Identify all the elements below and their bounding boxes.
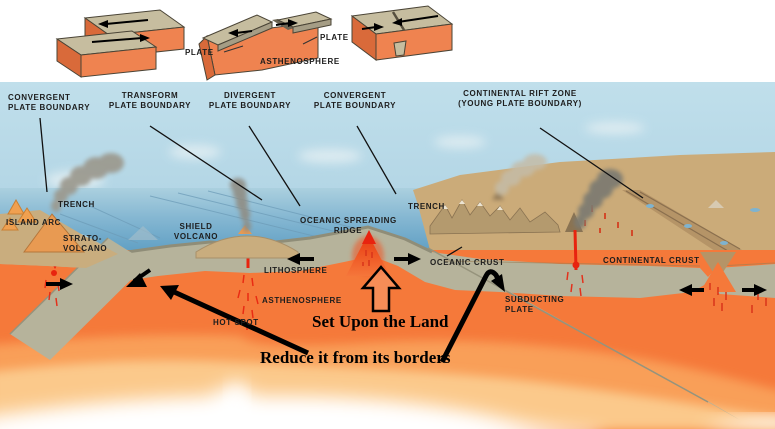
annotation-arrow-bent <box>439 269 505 364</box>
leader-transform <box>149 125 263 201</box>
divergent-arrows <box>228 19 298 37</box>
ridge-magma-plume <box>346 234 390 276</box>
rift-upwelling <box>700 262 736 292</box>
island-arc-islands <box>0 198 118 268</box>
continental-moho-line <box>444 260 775 267</box>
motion-arrow-downleft-trench <box>126 268 152 287</box>
label-strato-volcano: STRATO- VOLCANO <box>63 234 108 253</box>
leader-rift-zone <box>539 127 644 199</box>
label-transform-plate-boundary: TRANSFORM PLATE BOUNDARY <box>108 91 192 110</box>
label-trench-left: TRENCH <box>58 200 95 209</box>
annotation-set-upon-the-land: Set Upon the Land <box>312 312 449 331</box>
subducting-slab-left <box>10 238 148 360</box>
hot-spot-plume-glow <box>228 382 246 429</box>
transform-arrows <box>91 19 150 43</box>
strato-smoke-plume <box>51 153 124 212</box>
label-subducting-plate: SUBDUCTING PLATE <box>505 295 565 314</box>
annotation-reduce-from-borders: Reduce it from its borders <box>260 348 451 367</box>
label-asthenosphere: ASTHENOSPHERE <box>262 296 342 305</box>
divergent-plate-leader-lines <box>223 36 318 53</box>
label-model-asthenosphere: ASTHENOSPHERE <box>260 57 340 66</box>
label-continental-crust: CONTINENTAL CRUST <box>603 256 700 265</box>
main-cross-section <box>0 82 775 429</box>
label-model-plate-left: PLATE <box>185 48 214 57</box>
convergent-trench-notch <box>393 40 407 57</box>
block-model-divergent <box>198 11 333 81</box>
rift-valley-walls <box>625 190 741 252</box>
distant-volcano <box>128 226 158 240</box>
motion-arrow-right-ridge <box>394 253 421 265</box>
label-convergent-plate-boundary-left: CONVERGENT PLATE BOUNDARY <box>8 93 91 112</box>
leader-oceanic-crust <box>446 246 463 257</box>
leader-divergent <box>248 125 301 207</box>
leader-convergent-left <box>39 117 48 193</box>
slab-right-edge <box>427 247 709 403</box>
ridge-crest <box>362 230 376 244</box>
ash-cloud-light <box>492 154 547 200</box>
label-trench-right: TRENCH <box>408 202 445 211</box>
oceanic-crust-line <box>119 225 433 255</box>
hollow-up-arrow-icon <box>360 265 402 313</box>
label-model-plate-right: PLATE <box>320 33 349 42</box>
transform-fault-streaks <box>59 190 359 244</box>
rift-lakes <box>646 204 760 245</box>
motion-arrow-left-ridge <box>287 253 314 265</box>
mountain-range <box>429 199 561 235</box>
rift-magma-specks <box>709 283 767 313</box>
convergent-arrows <box>361 15 439 31</box>
annotation-arrow-long <box>160 285 310 356</box>
motion-arrow-left-rift <box>679 284 704 296</box>
label-oceanic-crust: OCEANIC CRUST <box>430 258 505 267</box>
motion-arrow-right-left-plate <box>46 278 73 290</box>
label-continental-rift-zone: CONTINENTAL RIFT ZONE (YOUNG PLATE BOUND… <box>458 89 582 108</box>
strato-volcano-cone <box>23 213 86 253</box>
ocean <box>0 188 470 254</box>
label-hot-spot: HOT SPOT <box>213 318 259 327</box>
label-island-arc: ISLAND ARC <box>6 218 62 227</box>
plate-motion-arrows <box>46 253 767 296</box>
block-model-convergent <box>223 5 454 61</box>
block-model-transform <box>55 9 186 78</box>
snow-caps <box>442 200 503 210</box>
label-divergent-plate-boundary: DIVERGENT PLATE BOUNDARY <box>208 91 292 110</box>
motion-arrow-right-rift <box>742 284 767 296</box>
label-shield-volcano: SHIELD VOLCANO <box>173 222 219 241</box>
leader-convergent-right <box>356 125 397 195</box>
label-oceanic-spreading-ridge: OCEANIC SPREADING RIDGE <box>300 216 397 235</box>
far-mountain <box>708 200 724 208</box>
ridge-magma-specks <box>362 250 373 266</box>
shield-smoke-plume <box>230 178 251 232</box>
mantle-white-fade <box>0 385 556 429</box>
continental-smoke-plume <box>574 169 623 229</box>
label-convergent-plate-boundary-right: CONVERGENT PLATE BOUNDARY <box>313 91 397 110</box>
label-lithosphere: LITHOSPHERE <box>264 266 328 275</box>
leader-lines <box>39 117 644 257</box>
mantle-white-corner <box>700 416 775 429</box>
